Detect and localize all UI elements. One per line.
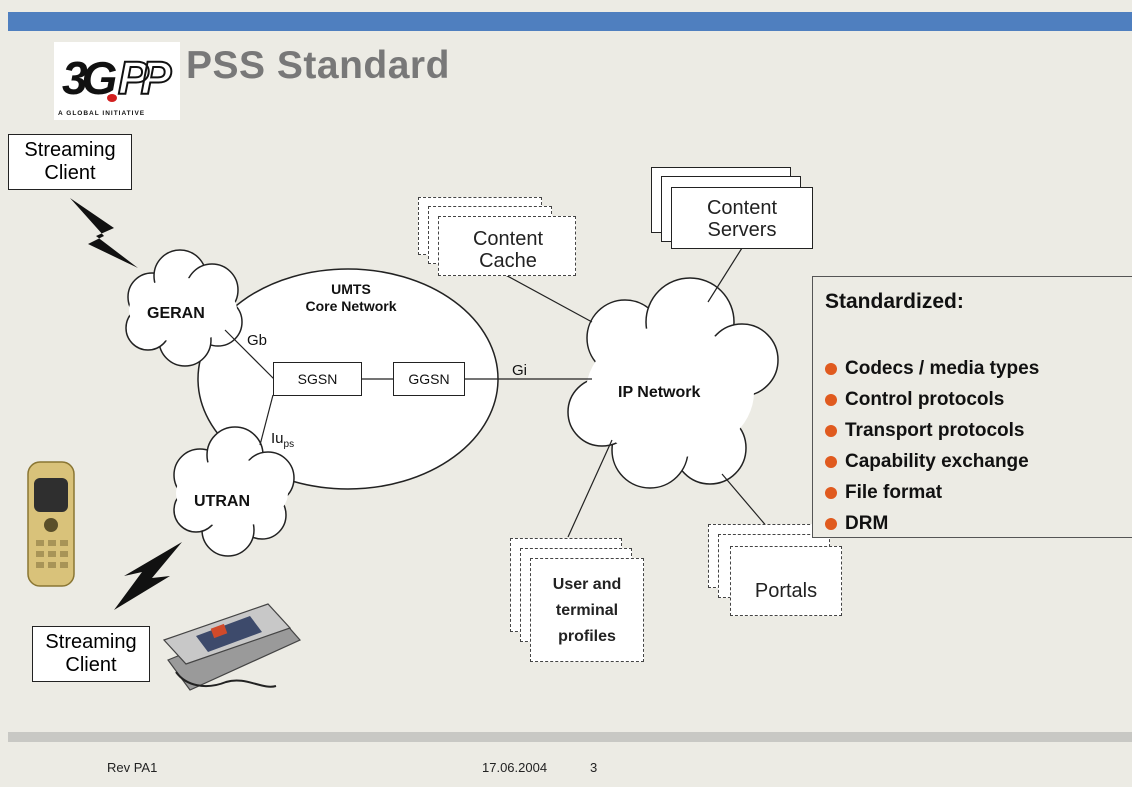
list-item-label: File format	[845, 481, 943, 503]
content-servers-box	[671, 187, 813, 249]
iu-interface-label: Iups	[271, 430, 294, 450]
portals-box	[730, 546, 842, 616]
core-network-title: UMTS Core Network	[276, 281, 426, 315]
standardized-title: Standardized:	[825, 290, 964, 313]
standardized-panel: Standardized: Codecs / media types Contr…	[812, 276, 1132, 538]
content-servers-label: Content Servers	[706, 197, 778, 241]
streaming-client-top: Streaming Client	[8, 134, 132, 190]
utran-label: UTRAN	[194, 493, 250, 510]
iu-label-main: Iu	[271, 430, 284, 447]
bullet-icon	[825, 362, 837, 375]
bullet-icon	[825, 455, 837, 468]
iu-label-sub: ps	[283, 439, 295, 450]
list-item-label: Control protocols	[845, 388, 1005, 410]
user-profiles-label: User and terminal profiles	[552, 576, 622, 645]
core-title-line2: Core Network	[305, 298, 397, 314]
list-item: Transport protocols	[825, 415, 1039, 446]
list-item-label: Codecs / media types	[845, 357, 1040, 379]
user-profiles-box	[530, 558, 644, 662]
3gpp-logo: 3G PP A GLOBAL INITIATIVE	[54, 42, 180, 120]
bullet-icon	[825, 393, 837, 406]
list-item-label: DRM	[845, 512, 889, 534]
list-item: Capability exchange	[825, 446, 1039, 477]
bullet-icon	[825, 486, 837, 499]
footer-bar	[8, 732, 1132, 742]
standardized-list: Codecs / media types Control protocols T…	[825, 353, 1039, 539]
streaming-client-bottom: Streaming Client	[32, 626, 150, 682]
page-title: PSS Standard	[186, 44, 450, 87]
header-bar	[8, 12, 1132, 31]
geran-label: GERAN	[147, 305, 205, 322]
content-cache-box	[438, 216, 576, 276]
gi-interface-label: Gi	[512, 362, 527, 379]
sgsn-node: SGSN	[273, 362, 362, 396]
list-item-label: Transport protocols	[845, 419, 1025, 441]
mobile-phone-icon	[27, 461, 75, 587]
3gpp-logo-mark: 3G PP A GLOBAL INITIATIVE	[58, 51, 180, 117]
footer-date: 17.06.2004	[482, 760, 548, 775]
portals-label: Portals	[754, 580, 818, 602]
list-item: Codecs / media types	[825, 353, 1039, 384]
bullet-icon	[825, 517, 837, 530]
ggsn-node: GGSN	[393, 362, 465, 396]
list-item: File format	[825, 477, 1039, 508]
core-title-line1: UMTS	[331, 281, 371, 297]
gb-interface-label: Gb	[247, 332, 268, 349]
wireless-link-bottom-icon	[114, 542, 182, 610]
communicator-device-icon	[162, 603, 301, 691]
logo-tagline: A GLOBAL INITIATIVE	[58, 110, 145, 117]
wireless-link-top-icon	[70, 198, 138, 268]
content-cache-label: Content Cache	[472, 228, 544, 272]
bullet-icon	[825, 424, 837, 437]
connection-lines	[224, 247, 769, 538]
list-item-label: Capability exchange	[845, 450, 1029, 472]
list-item: DRM	[825, 508, 1039, 539]
ip-network-label: IP Network	[618, 384, 701, 401]
list-item: Control protocols	[825, 384, 1039, 415]
footer-revision: Rev PA1	[107, 760, 158, 775]
footer-page-number: 3	[590, 760, 598, 775]
